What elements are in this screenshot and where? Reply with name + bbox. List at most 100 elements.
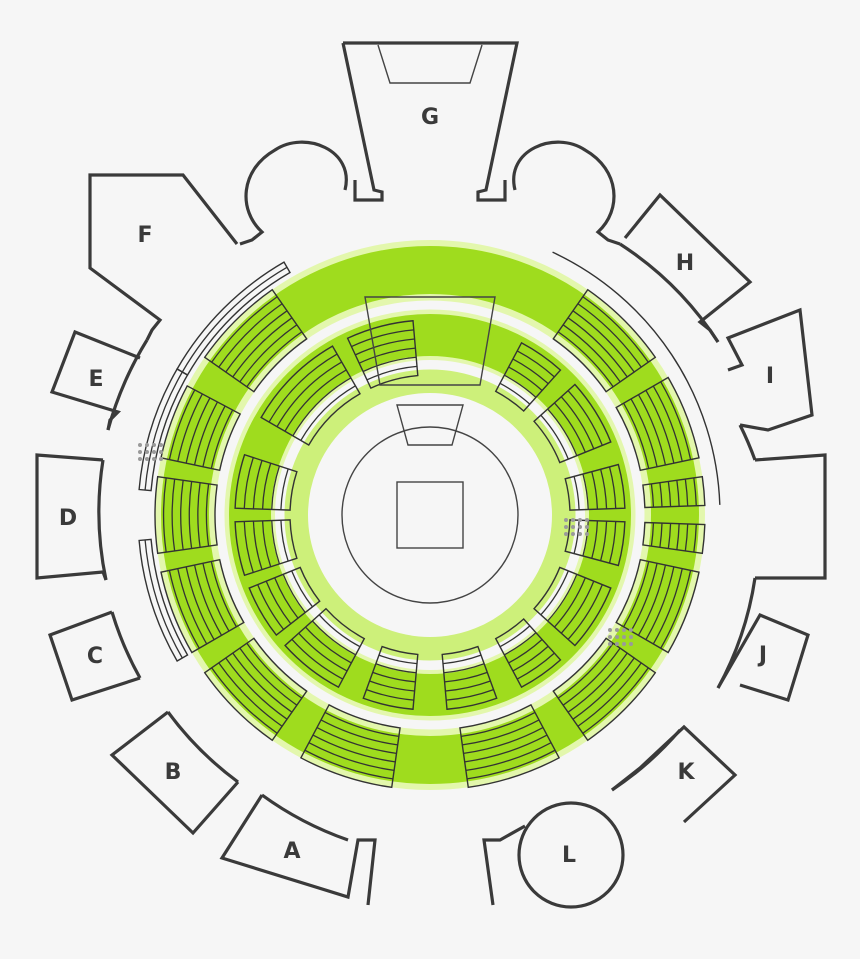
seat-row xyxy=(318,614,361,648)
outer-block-10[interactable] xyxy=(203,637,308,742)
outer-block-1[interactable] xyxy=(203,288,308,393)
seat-row xyxy=(645,390,675,464)
outer-block-11-outline xyxy=(160,558,245,654)
stage-square-icon[interactable] xyxy=(396,481,464,549)
room-b-outline[interactable] xyxy=(109,710,240,836)
seat-row xyxy=(557,331,614,388)
room-f-outline[interactable] xyxy=(88,173,239,341)
seat-row xyxy=(508,638,543,664)
room-c-outline[interactable] xyxy=(47,610,141,703)
seat-row xyxy=(282,574,306,613)
seat-row xyxy=(464,734,548,763)
seat-row xyxy=(177,568,208,645)
inner-block-10[interactable] xyxy=(362,645,419,711)
seat-row xyxy=(369,680,415,692)
outer-block-11[interactable] xyxy=(160,558,245,654)
dome-left xyxy=(239,140,348,246)
marker-dot xyxy=(578,518,582,522)
outer-block-7-outline xyxy=(552,637,657,742)
inner-block-5-outline xyxy=(564,463,626,511)
inner-block-13-outline xyxy=(234,519,298,577)
rim-block-far-left[interactable] xyxy=(138,368,189,492)
inner-block-14[interactable] xyxy=(234,453,298,511)
inner-block-12-outline xyxy=(248,566,321,637)
inner-block-9-outline xyxy=(441,645,498,711)
seat-row xyxy=(553,402,586,453)
room-label-l: L xyxy=(562,843,576,868)
seat-row xyxy=(652,568,683,645)
seat-row xyxy=(211,296,278,363)
seat-row xyxy=(210,409,234,469)
seat-row xyxy=(630,563,658,632)
seat-row xyxy=(308,742,395,771)
seat-row xyxy=(600,469,608,509)
marker-dot xyxy=(629,628,633,632)
inner-block-1[interactable] xyxy=(260,345,361,446)
marker-dot xyxy=(152,457,156,461)
inner-block-3[interactable] xyxy=(494,341,562,412)
inner-block-11[interactable] xyxy=(284,607,366,689)
seat-row xyxy=(284,369,347,432)
room-a-outline[interactable] xyxy=(219,794,377,906)
marker-dot xyxy=(564,525,568,529)
outer-block-8[interactable] xyxy=(459,703,561,789)
marker-dot xyxy=(585,525,589,529)
inner-block-2-outline xyxy=(346,319,419,390)
seat-row xyxy=(276,361,342,427)
outer-block-12[interactable] xyxy=(154,475,218,555)
dome-right xyxy=(512,140,621,246)
marker-dot xyxy=(629,635,633,639)
seat-row xyxy=(271,520,281,565)
seat-row xyxy=(693,477,697,506)
outer-block-5[interactable] xyxy=(642,521,706,555)
walkway-ring xyxy=(215,300,645,730)
room-l-outline[interactable] xyxy=(517,801,625,909)
inner-block-12[interactable] xyxy=(248,566,321,637)
seat-row xyxy=(366,365,418,381)
inner-block-5[interactable] xyxy=(564,463,626,511)
outer-block-9[interactable] xyxy=(299,703,401,789)
seat-row xyxy=(324,711,399,738)
room-label-i: I xyxy=(766,364,774,389)
outer-block-7[interactable] xyxy=(552,637,657,742)
room-k-outline[interactable] xyxy=(611,724,738,824)
seat-row xyxy=(246,642,303,699)
outer-block-3[interactable] xyxy=(615,376,700,472)
room-j-outline[interactable] xyxy=(716,612,810,703)
seat-row xyxy=(660,570,692,649)
room-right-block-outline[interactable] xyxy=(754,453,827,580)
room-g-outline[interactable] xyxy=(341,41,519,202)
rim-block-left[interactable] xyxy=(176,261,291,376)
inner-block-6-outline xyxy=(564,519,626,567)
seat-row xyxy=(304,749,394,780)
inner-block-8[interactable] xyxy=(494,618,562,689)
seat-row xyxy=(645,566,675,640)
seat-row xyxy=(177,393,203,462)
seat-row xyxy=(355,338,415,356)
outer-block-13[interactable] xyxy=(160,384,242,472)
outer-block-2[interactable] xyxy=(552,288,657,393)
inner-block-7[interactable] xyxy=(533,566,612,647)
rim-block-lower-left[interactable] xyxy=(138,538,189,662)
inner-block-13[interactable] xyxy=(234,519,298,577)
seat-row xyxy=(243,521,254,573)
outer-block-6[interactable] xyxy=(615,558,700,654)
room-g-stage-inner xyxy=(377,44,483,84)
outer-block-4[interactable] xyxy=(642,475,706,509)
outer-block-3-outline xyxy=(615,376,700,472)
room-i-outline[interactable] xyxy=(725,307,814,432)
inner-block-9[interactable] xyxy=(441,645,498,711)
seat-row xyxy=(305,626,352,664)
rim-arc-right xyxy=(552,251,721,505)
seat-row xyxy=(185,397,211,464)
marker-dot xyxy=(578,532,582,536)
seat-row xyxy=(239,647,298,706)
vip-box-top[interactable] xyxy=(364,296,496,386)
inner-block-4[interactable] xyxy=(533,383,612,464)
inner-block-6[interactable] xyxy=(564,519,626,567)
seat-row xyxy=(540,570,569,616)
inner-block-2[interactable] xyxy=(346,319,419,390)
seat-row xyxy=(637,564,667,636)
seat-row xyxy=(573,476,580,510)
seat-row xyxy=(676,480,680,507)
